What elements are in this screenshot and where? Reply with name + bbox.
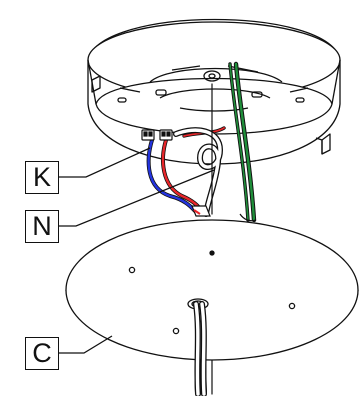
terminal-block [141, 129, 173, 141]
leader-c [59, 335, 113, 354]
mounting-base [87, 18, 341, 165]
leader-k [59, 147, 151, 178]
cable-through-canopy [193, 301, 207, 396]
canopy-plate [65, 219, 359, 361]
leader-n [59, 169, 215, 227]
callout-n: N [25, 210, 59, 243]
wire-ends [191, 205, 257, 222]
callout-c: C [25, 337, 59, 370]
leader-lines [59, 147, 215, 354]
callout-k: K [25, 161, 59, 194]
